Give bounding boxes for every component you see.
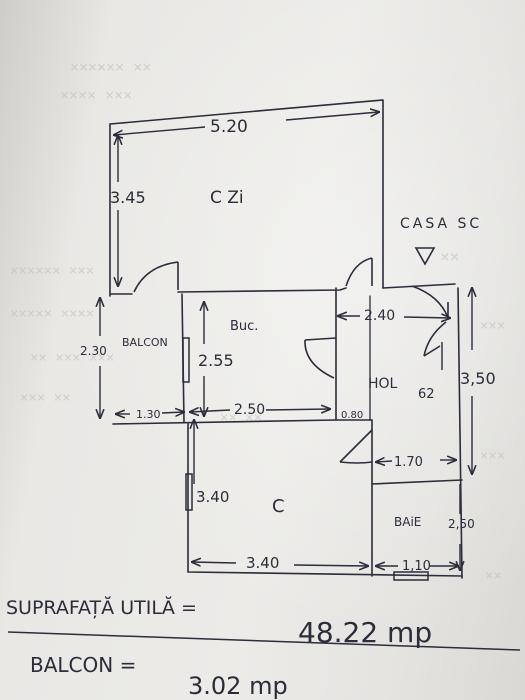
entrance-arrow-icon xyxy=(414,247,436,266)
bathroom-width-label: 1.70 xyxy=(394,455,423,470)
dimension-lines xyxy=(100,112,472,570)
window-room-c xyxy=(185,473,193,511)
kitchen-height-label: 2.55 xyxy=(198,351,234,370)
svg-text:×××: ××× xyxy=(480,448,505,464)
summary: SUPRAFAȚĂ UTILĂ = 48.22 mp BALCON = 3.02… xyxy=(6,595,432,700)
balcony-name: BALCON xyxy=(122,336,168,349)
door-kitchen xyxy=(304,339,335,379)
kitchen-width-label: 2.50 xyxy=(234,402,265,418)
door-living-room xyxy=(133,261,179,293)
bathroom-bottom-width-label: 1,10 xyxy=(402,559,431,574)
svg-text:×××× ×××: ×××× ××× xyxy=(60,86,132,104)
door-hall xyxy=(423,321,447,357)
kitchen-name: Buc. xyxy=(230,319,258,334)
svg-text:××× ××: ××× ×× xyxy=(20,390,71,406)
room-c-name: C xyxy=(272,496,285,517)
balcony-width-label: 1.30 xyxy=(136,408,161,421)
hall-depth-label: 62 xyxy=(418,387,435,402)
svg-text:××: ×× xyxy=(485,568,502,584)
entrance-label: CASA SC xyxy=(400,216,482,232)
bathroom-height-label: 2,50 xyxy=(448,517,475,531)
living-height-label: 3.45 xyxy=(110,188,146,207)
balcony-total-label: BALCON = xyxy=(30,653,136,677)
overall-width-label: 5.20 xyxy=(210,117,248,137)
bleed-through-text: ×××××× ×× ×××× ××× ×××××× ××× ××××× ××××… xyxy=(10,58,505,584)
bathroom-top-wall xyxy=(371,479,463,485)
window-kitchen xyxy=(182,337,190,383)
svg-text:×××××× ××: ×××××× ×× xyxy=(70,58,151,76)
surface-label: SUPRAFAȚĂ UTILĂ = xyxy=(6,595,197,619)
hall-name: HOL xyxy=(368,376,398,392)
right-outer-wall xyxy=(457,287,463,579)
bathroom-name: BAiE xyxy=(394,515,421,529)
hall-width-label: 2.40 xyxy=(364,308,395,324)
balcony-total-value: 3.02 mp xyxy=(188,672,288,700)
hall-height-label: 3,50 xyxy=(460,369,496,388)
window-bathroom xyxy=(393,571,429,581)
living-room-wall xyxy=(109,99,384,289)
kitchen-bottom-wall xyxy=(112,419,337,425)
svg-text:××××× ××××: ××××× ×××× xyxy=(10,306,94,322)
living-room-name: C Zi xyxy=(210,188,244,208)
door-room-c xyxy=(339,461,373,464)
svg-text:××: ×× xyxy=(440,247,459,266)
plan-labels: 5.20 3.45 C Zi CASA SC BALCON 2.30 1.30 … xyxy=(80,117,496,574)
doors xyxy=(133,257,449,464)
summary-underline xyxy=(7,631,521,651)
door-living-room-hall xyxy=(345,257,373,287)
svg-text:×××: ××× xyxy=(480,318,505,334)
door-entrance xyxy=(411,285,449,319)
hall-gap-label: 0.80 xyxy=(341,410,363,421)
svg-text:×× ××× ×××: ×× ××× ××× xyxy=(30,350,114,366)
windows xyxy=(182,337,429,581)
room-c-width-label: 3.40 xyxy=(246,554,279,572)
surface-value: 48.22 mp xyxy=(298,616,432,649)
middle-wall xyxy=(177,287,347,293)
balcony-height-label: 2.30 xyxy=(80,344,107,358)
room-c-height-label: 3.40 xyxy=(196,488,229,506)
svg-text:×××××× ×××: ×××××× ××× xyxy=(10,263,94,279)
